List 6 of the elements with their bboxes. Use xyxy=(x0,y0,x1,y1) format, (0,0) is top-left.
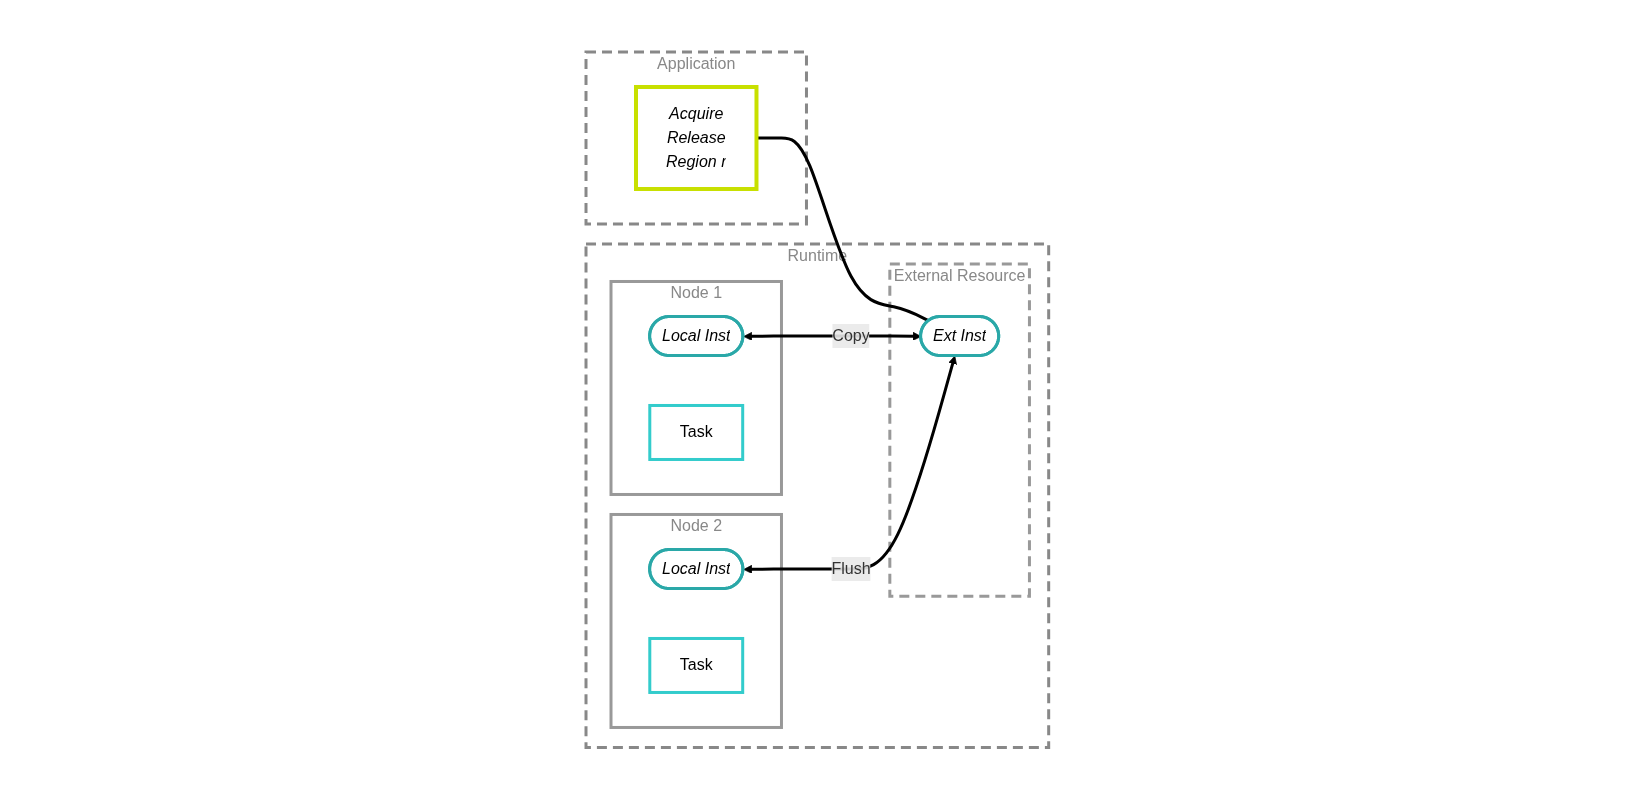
edge-label: Flush xyxy=(831,559,871,577)
arrow xyxy=(743,355,957,574)
edge-label: Copy xyxy=(832,326,870,344)
node-box: Task xyxy=(647,636,744,694)
node-box: Task xyxy=(647,403,744,461)
node-box: Acquire Release Region r xyxy=(633,84,759,191)
